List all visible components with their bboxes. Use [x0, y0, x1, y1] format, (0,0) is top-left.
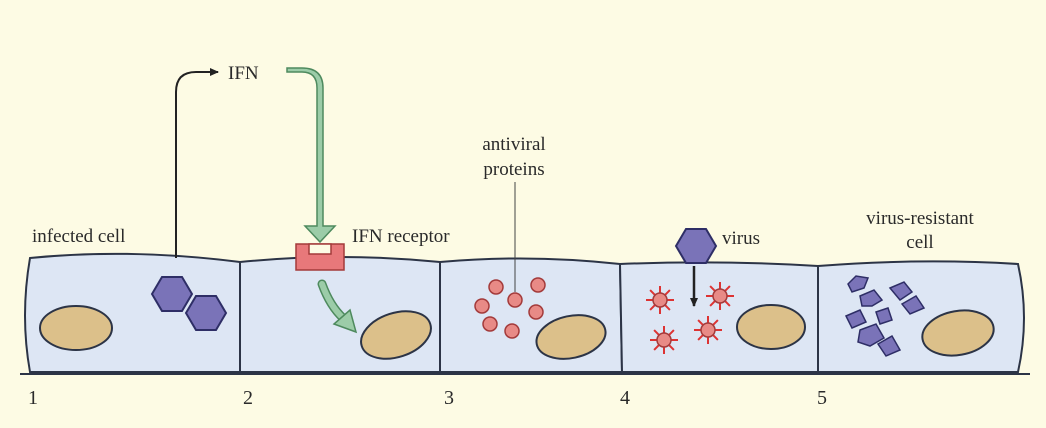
- protein-spike: [664, 304, 671, 311]
- virus-fragment-icon: [847, 275, 870, 293]
- protein-spike: [697, 319, 704, 326]
- antiviral-label-line1: antiviral: [482, 134, 545, 155]
- infected-cell-label: infected cell: [32, 226, 125, 247]
- step-number-3: 3: [444, 387, 454, 409]
- antiviral-protein-icon: [507, 292, 523, 308]
- nucleus-2: [360, 310, 432, 360]
- protein-spike: [709, 300, 716, 307]
- virus-fragment-icon: [900, 295, 926, 315]
- nucleus-1: [39, 305, 113, 351]
- protein-spike: [712, 319, 719, 326]
- protein-spike: [709, 285, 716, 292]
- protein-spike: [668, 329, 675, 336]
- virus-fragment-icon: [859, 289, 884, 307]
- nucleus-4: [736, 304, 806, 350]
- step-number-2: 2: [243, 387, 253, 409]
- virus-resistant-label-line1: virus-resistant: [866, 208, 974, 229]
- protein-spike: [649, 304, 656, 311]
- signal-arrow-shaft: [319, 281, 346, 321]
- ifn-receptor-label: IFN receptor: [352, 226, 450, 247]
- step-number-1: 1: [28, 387, 38, 409]
- virus-resistant-label-line2: cell: [906, 232, 933, 253]
- virus-hexagon-icon: [150, 276, 194, 312]
- protein-spike: [724, 300, 731, 307]
- protein-spike: [653, 329, 660, 336]
- activated-protein-icon: [650, 326, 678, 354]
- antiviral-protein-icon: [488, 279, 504, 295]
- antiviral-protein-icon: [504, 323, 520, 339]
- virus-label: virus: [722, 228, 760, 249]
- step-number-4: 4: [620, 387, 630, 409]
- activated-protein-icon: [706, 282, 734, 310]
- virus-fragment-icon: [875, 307, 893, 325]
- virus-hexagon-icon: [184, 295, 228, 331]
- protein-core: [656, 332, 672, 348]
- ifn-secretion-arrow: [175, 68, 219, 258]
- virus-fragment-icon: [888, 281, 914, 301]
- nucleus-5: [921, 309, 995, 357]
- virus-fragment-icon: [876, 334, 902, 357]
- antiviral-proteins-cluster: [474, 277, 546, 339]
- virus-hexagon-icon: [674, 228, 718, 264]
- antiviral-protein-icon: [530, 277, 546, 293]
- fragmented-virus-cluster: [844, 275, 926, 357]
- activated-protein-icon: [646, 286, 674, 314]
- protein-spike: [668, 344, 675, 351]
- ifn-binding-arrow: [286, 67, 337, 244]
- protein-spike: [712, 334, 719, 341]
- activated-protein-cluster: [646, 282, 734, 354]
- nucleus-3: [535, 314, 607, 360]
- protein-core: [712, 288, 728, 304]
- protein-core: [700, 322, 716, 338]
- signal-arrow-head: [332, 308, 358, 334]
- protein-spike: [724, 285, 731, 292]
- protein-core: [652, 292, 668, 308]
- antiviral-protein-icon: [528, 304, 544, 320]
- protein-spike: [653, 344, 660, 351]
- antiviral-protein-icon: [482, 316, 498, 332]
- antiviral-label-line2: proteins: [483, 159, 544, 180]
- ifn-label: IFN: [228, 63, 259, 84]
- protein-spike: [664, 289, 671, 296]
- virus-fragment-icon: [844, 309, 868, 329]
- step-number-5: 5: [817, 387, 827, 409]
- antiviral-protein-icon: [474, 298, 490, 314]
- protein-spike: [697, 334, 704, 341]
- protein-spike: [649, 289, 656, 296]
- activated-protein-icon: [694, 316, 722, 344]
- virus-fragment-icon: [857, 323, 886, 347]
- receptor-binding-site: [308, 243, 332, 255]
